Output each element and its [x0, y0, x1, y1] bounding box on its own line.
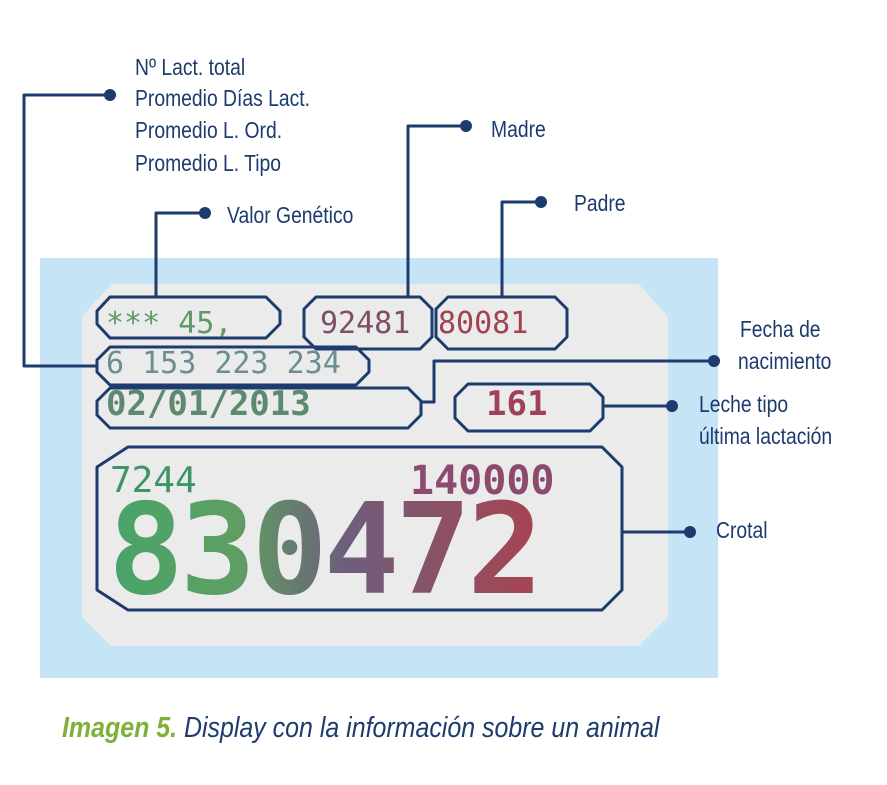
label-fecha-1: Fecha de: [740, 316, 821, 342]
label-fecha-2: nacimiento: [738, 348, 832, 374]
label-leche-1: Leche tipo: [699, 391, 789, 417]
caption-number: Imagen 5.: [62, 712, 178, 744]
caption-text: Display con la información sobre un anim…: [177, 712, 660, 744]
father-box: [434, 295, 569, 351]
fecha-leader: [421, 359, 714, 404]
label-prom-ord: Promedio L. Ord.: [135, 117, 283, 143]
lact-total-leader: [22, 93, 110, 368]
birth-date-box: [95, 386, 423, 430]
figure-caption: Imagen 5. Display con la información sob…: [62, 712, 659, 745]
valor-genetico-leader: [154, 211, 205, 297]
madre-leader: [406, 124, 466, 297]
small-right-number: 140000: [410, 458, 555, 504]
label-prom-dias: Promedio Días Lact.: [135, 85, 311, 111]
lactation-stats-text: 6 153 223 234: [106, 346, 341, 381]
ear-tag-box: [95, 445, 624, 612]
small-left-number: 7244: [110, 460, 197, 501]
genetic-value-text: *** 45,: [106, 306, 233, 341]
father-id-text: 80081: [438, 306, 529, 341]
lcd-display: *** 45, 92481 80081 6 153 223 234 02/01/…: [82, 284, 668, 646]
genetic-value-box: [95, 295, 282, 340]
label-madre: Madre: [491, 116, 546, 142]
label-leche-2: última lactación: [699, 423, 833, 449]
padre-leader: [500, 200, 541, 297]
birth-date-text: 02/01/2013: [106, 384, 311, 424]
milk-type-box: [453, 382, 605, 433]
label-padre: Padre: [574, 190, 626, 216]
label-prom-tipo: Promedio L. Tipo: [135, 150, 282, 176]
lactation-stats-box: [95, 345, 371, 387]
label-lact-total: Nº Lact. total: [135, 54, 246, 80]
label-crotal: Crotal: [716, 517, 768, 543]
milk-type-text: 161: [486, 384, 548, 424]
mother-id-text: 92481: [320, 306, 411, 341]
label-valor-genetico: Valor Genético: [227, 202, 354, 228]
mother-box: [302, 295, 434, 351]
ear-tag-number: 830472: [108, 476, 543, 623]
